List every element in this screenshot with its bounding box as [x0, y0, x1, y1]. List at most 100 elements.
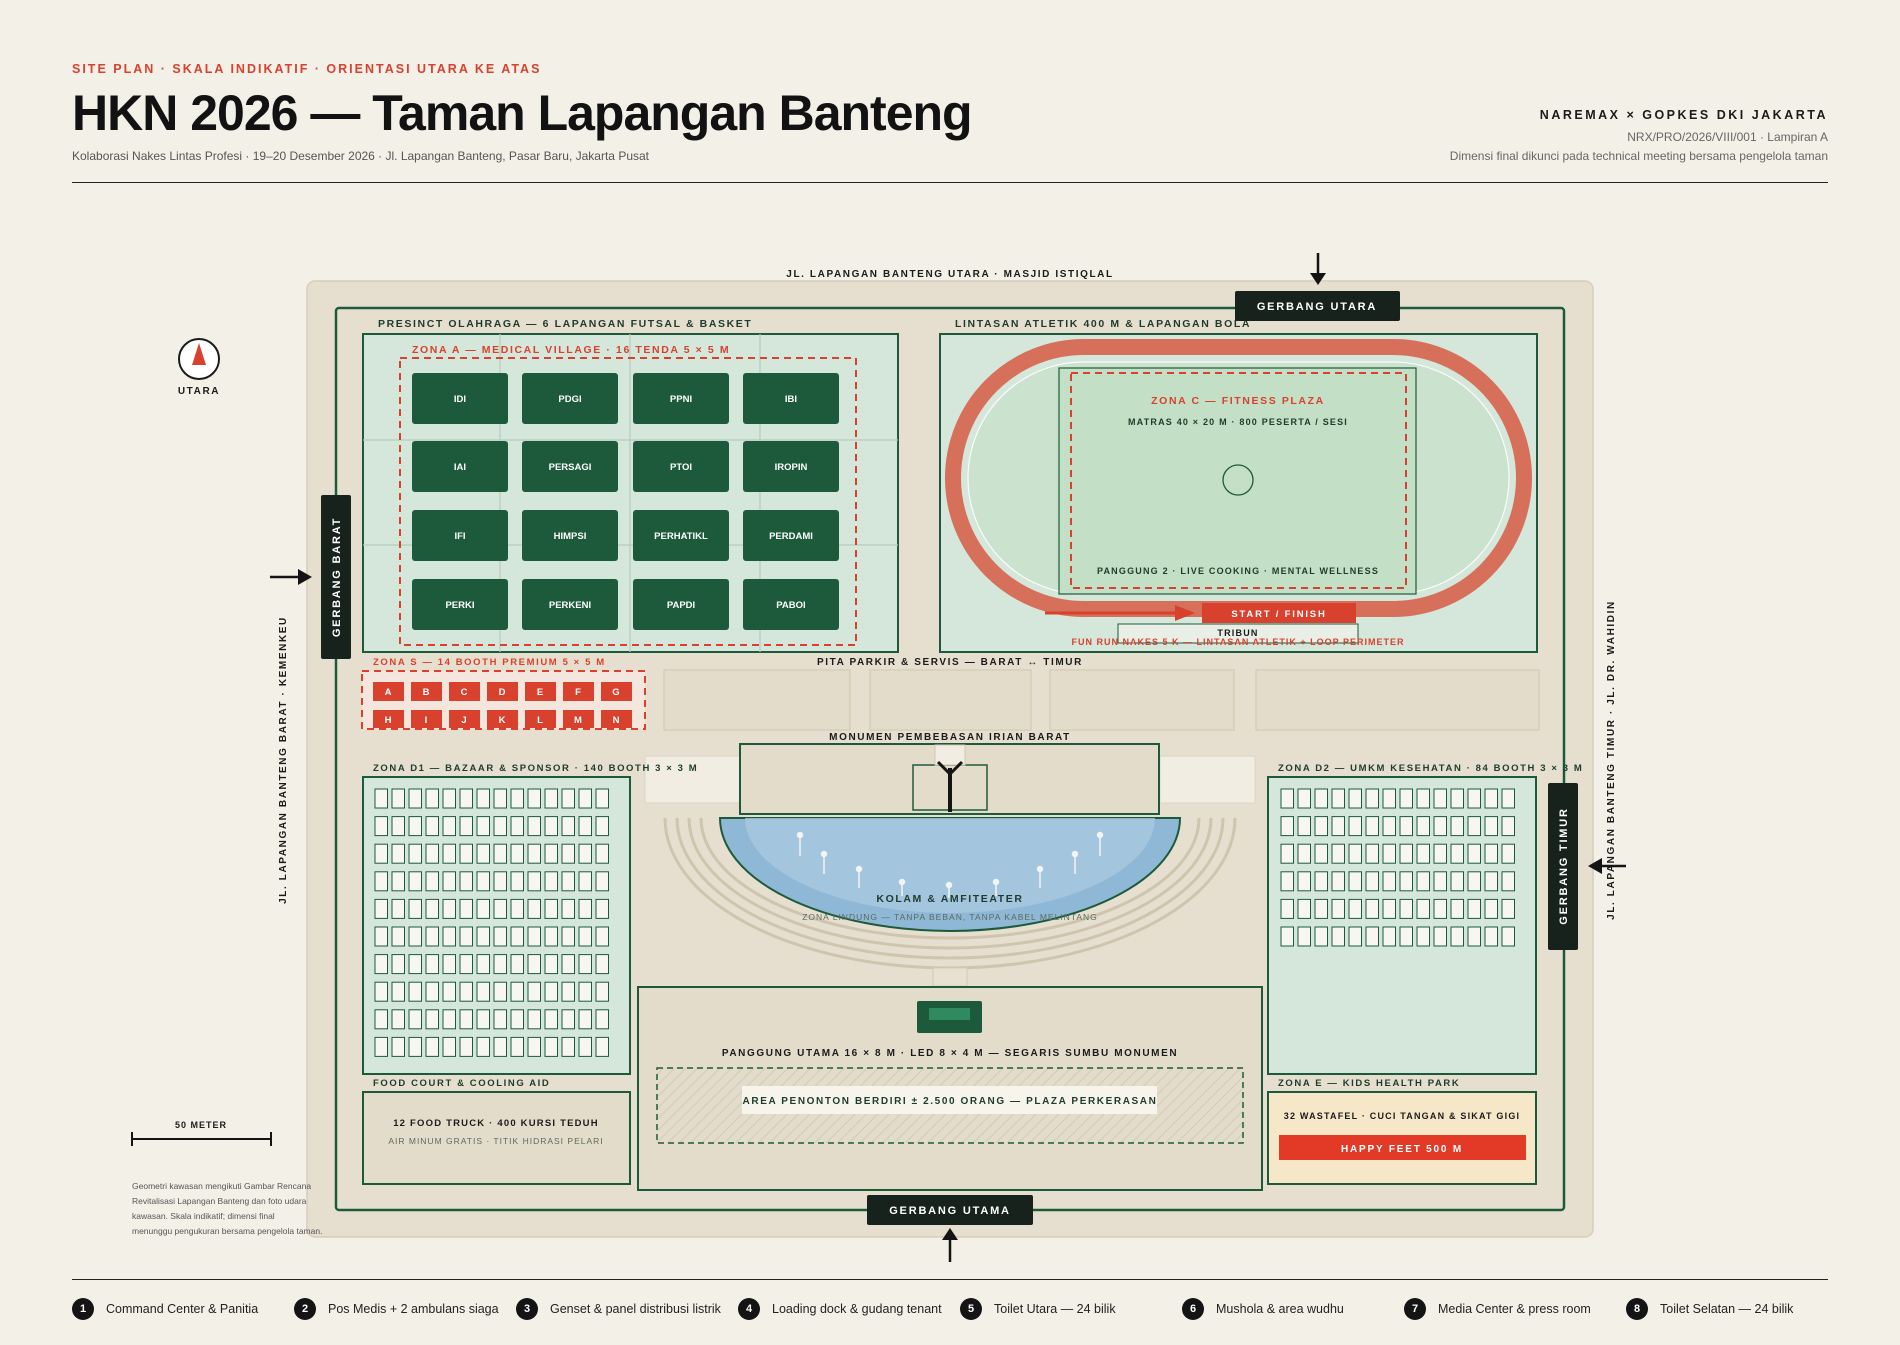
- booth-3x3[interactable]: [561, 954, 575, 975]
- booth-3x3[interactable]: [1416, 843, 1430, 864]
- booth-e[interactable]: [525, 682, 556, 701]
- booth-3x3[interactable]: [1331, 816, 1345, 837]
- booth-3x3[interactable]: [1297, 816, 1311, 837]
- booth-3x3[interactable]: [374, 981, 388, 1002]
- booth-3x3[interactable]: [1348, 871, 1362, 892]
- booth-3x3[interactable]: [510, 981, 524, 1002]
- booth-3x3[interactable]: [544, 816, 558, 837]
- booth-3x3[interactable]: [1382, 871, 1396, 892]
- booth-3x3[interactable]: [561, 1009, 575, 1030]
- booth-3x3[interactable]: [408, 1009, 422, 1030]
- booth-3x3[interactable]: [374, 898, 388, 919]
- booth-3x3[interactable]: [476, 871, 490, 892]
- booth-3x3[interactable]: [476, 816, 490, 837]
- booth-b[interactable]: [411, 682, 442, 701]
- booth-3x3[interactable]: [442, 788, 456, 809]
- booth-3x3[interactable]: [442, 898, 456, 919]
- booth-3x3[interactable]: [1501, 898, 1515, 919]
- booth-3x3[interactable]: [1467, 788, 1481, 809]
- booth-3x3[interactable]: [1433, 788, 1447, 809]
- booth-3x3[interactable]: [1484, 898, 1498, 919]
- booth-3x3[interactable]: [476, 1009, 490, 1030]
- booth-3x3[interactable]: [1382, 926, 1396, 947]
- booth-3x3[interactable]: [459, 788, 473, 809]
- booth-3x3[interactable]: [544, 1036, 558, 1057]
- booth-3x3[interactable]: [442, 1009, 456, 1030]
- booth-3x3[interactable]: [476, 898, 490, 919]
- happy-feet-banner[interactable]: [1279, 1135, 1526, 1160]
- booth-3x3[interactable]: [1314, 816, 1328, 837]
- tent-12[interactable]: [743, 510, 839, 561]
- booth-3x3[interactable]: [1365, 926, 1379, 947]
- booth-n[interactable]: [601, 710, 632, 728]
- booth-3x3[interactable]: [1331, 788, 1345, 809]
- booth-3x3[interactable]: [459, 871, 473, 892]
- booth-3x3[interactable]: [578, 1036, 592, 1057]
- booth-3x3[interactable]: [1348, 926, 1362, 947]
- booth-3x3[interactable]: [476, 981, 490, 1002]
- booth-3x3[interactable]: [1399, 788, 1413, 809]
- tent-5[interactable]: [412, 441, 508, 492]
- booth-3x3[interactable]: [408, 871, 422, 892]
- booth-3x3[interactable]: [476, 926, 490, 947]
- booth-3x3[interactable]: [493, 1009, 507, 1030]
- booth-c[interactable]: [449, 682, 480, 701]
- booth-3x3[interactable]: [1280, 843, 1294, 864]
- booth-3x3[interactable]: [1365, 843, 1379, 864]
- booth-3x3[interactable]: [408, 954, 422, 975]
- booth-3x3[interactable]: [578, 898, 592, 919]
- booth-h[interactable]: [373, 710, 404, 728]
- tent-2[interactable]: [522, 373, 618, 424]
- booth-3x3[interactable]: [1348, 788, 1362, 809]
- booth-3x3[interactable]: [510, 898, 524, 919]
- booth-3x3[interactable]: [595, 954, 609, 975]
- booth-3x3[interactable]: [1433, 926, 1447, 947]
- booth-3x3[interactable]: [1433, 816, 1447, 837]
- booth-3x3[interactable]: [527, 843, 541, 864]
- booth-3x3[interactable]: [544, 926, 558, 947]
- tent-6[interactable]: [522, 441, 618, 492]
- booth-3x3[interactable]: [1348, 843, 1362, 864]
- tent-10[interactable]: [522, 510, 618, 561]
- booth-3x3[interactable]: [1382, 843, 1396, 864]
- booth-3x3[interactable]: [1314, 843, 1328, 864]
- booth-3x3[interactable]: [442, 816, 456, 837]
- booth-3x3[interactable]: [510, 816, 524, 837]
- booth-3x3[interactable]: [374, 816, 388, 837]
- booth-3x3[interactable]: [1433, 843, 1447, 864]
- booth-3x3[interactable]: [510, 954, 524, 975]
- booth-3x3[interactable]: [1297, 788, 1311, 809]
- booth-3x3[interactable]: [476, 954, 490, 975]
- booth-3x3[interactable]: [442, 1036, 456, 1057]
- booth-3x3[interactable]: [476, 1036, 490, 1057]
- booth-3x3[interactable]: [1348, 816, 1362, 837]
- east-gate-badge[interactable]: [1548, 783, 1578, 950]
- booth-3x3[interactable]: [544, 954, 558, 975]
- booth-3x3[interactable]: [493, 898, 507, 919]
- booth-3x3[interactable]: [476, 788, 490, 809]
- booth-3x3[interactable]: [442, 843, 456, 864]
- booth-3x3[interactable]: [459, 816, 473, 837]
- booth-3x3[interactable]: [391, 816, 405, 837]
- booth-3x3[interactable]: [408, 816, 422, 837]
- booth-3x3[interactable]: [374, 843, 388, 864]
- booth-3x3[interactable]: [408, 898, 422, 919]
- booth-3x3[interactable]: [408, 926, 422, 947]
- booth-3x3[interactable]: [561, 981, 575, 1002]
- booth-3x3[interactable]: [561, 898, 575, 919]
- booth-k[interactable]: [487, 710, 518, 728]
- booth-3x3[interactable]: [578, 1009, 592, 1030]
- booth-3x3[interactable]: [391, 981, 405, 1002]
- tent-9[interactable]: [412, 510, 508, 561]
- booth-3x3[interactable]: [1433, 871, 1447, 892]
- booth-3x3[interactable]: [493, 871, 507, 892]
- booth-3x3[interactable]: [595, 898, 609, 919]
- booth-3x3[interactable]: [476, 843, 490, 864]
- booth-3x3[interactable]: [408, 788, 422, 809]
- booth-3x3[interactable]: [527, 871, 541, 892]
- booth-3x3[interactable]: [527, 1009, 541, 1030]
- booth-3x3[interactable]: [374, 788, 388, 809]
- booth-j[interactable]: [449, 710, 480, 728]
- booth-3x3[interactable]: [1331, 926, 1345, 947]
- booth-3x3[interactable]: [1314, 788, 1328, 809]
